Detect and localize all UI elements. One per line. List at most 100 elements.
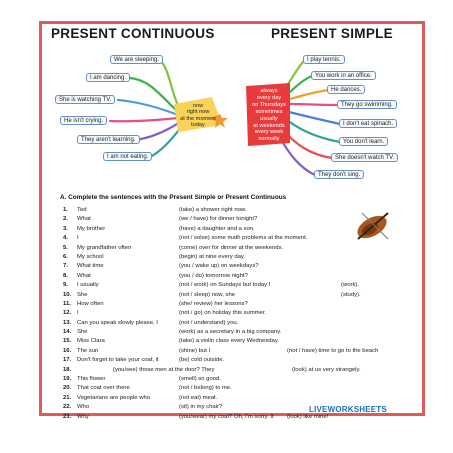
exercise-row: 18. (you/see) those men at the door? They… bbox=[63, 366, 383, 375]
exercise-row-subject: I usually bbox=[77, 282, 99, 289]
ps-box-5: I don't eat spinach. bbox=[339, 119, 398, 128]
title-present-continuous: PRESENT CONTINUOUS bbox=[51, 26, 215, 41]
exercise-row-subject: What bbox=[77, 216, 91, 223]
exercise-row-number: 18. bbox=[63, 366, 72, 373]
exercise-row-subject: She bbox=[77, 329, 88, 336]
exercise-row: 9. I usually (not / work) on Sundays but t… bbox=[63, 281, 383, 290]
exercise-row: 1. Ted (take) a shower right now. bbox=[63, 206, 383, 215]
exercise-row-number: 7. bbox=[63, 263, 68, 270]
exercise-row-number: 8. bbox=[63, 272, 68, 279]
exercise-row-subject: I bbox=[77, 235, 79, 242]
exercise-row-subject: Who bbox=[77, 404, 90, 411]
exercise-row: 19.This flower(smell) so good. bbox=[63, 375, 383, 384]
exercise-row-subject: The sun bbox=[77, 347, 99, 354]
exercise-row-subject: Can you speak slowly please, I bbox=[77, 319, 158, 326]
exercise-row-number: 12. bbox=[63, 310, 72, 317]
exercise-row-tail: (not / have) time to go to the beach bbox=[287, 347, 379, 354]
exercise-row: 10. She (not / sleep) now, she (study). bbox=[63, 291, 383, 300]
exercise-row: 8.What(you / do) tomorrow night? bbox=[63, 272, 383, 281]
pc-box-4: He isn't crying. bbox=[60, 116, 108, 125]
exercise-row-verb: (shine) but I bbox=[179, 347, 211, 354]
exercise-row-number: 4. bbox=[63, 235, 68, 242]
exercise-row-tail: (look) at us very strangely. bbox=[292, 366, 361, 373]
left-center-shape bbox=[174, 97, 222, 132]
liveworksheets-logo: LIVEWORKSHEETS bbox=[309, 405, 387, 414]
exercise-row-subject: What bbox=[77, 272, 91, 279]
exercise-row-tail: (work). bbox=[341, 282, 359, 289]
exercise-row-subject: What time bbox=[77, 263, 104, 270]
exercise-row-verb: (we / have) for dinner tonight? bbox=[179, 216, 258, 223]
exercise-row-verb: (not eat) meat. bbox=[179, 394, 218, 401]
exercise-row-verb: (she/ review) her lessons? bbox=[179, 300, 248, 307]
exercise-row-subject: Don't forget to take your coat, it bbox=[77, 357, 159, 364]
exercise-row-number: 17. bbox=[63, 357, 72, 364]
exercise-row-number: 15. bbox=[63, 338, 72, 345]
exercise-row: 15.Miss Clara(take) a violin class every… bbox=[63, 337, 383, 346]
exercise-row-number: 13. bbox=[63, 319, 72, 326]
exercise-row-verb: (you/wear) my coat? Oh, I'm sorry. It bbox=[179, 413, 274, 420]
exercise-row-verb: (work) as a secretary in a big company. bbox=[179, 329, 282, 336]
exercise-row: 16. The sun (shine) but I (not / have) time… bbox=[63, 347, 383, 356]
exercise-row-subject: Why bbox=[77, 413, 89, 420]
pc-box-6: I am not eating. bbox=[103, 152, 153, 161]
exercise-row-subject: How often bbox=[77, 300, 104, 307]
exercise-row-subject: Miss Clara bbox=[77, 338, 105, 345]
exercise-row: 21.Vegetarians are people who(not eat) m… bbox=[63, 394, 383, 403]
exercise-row-tail: (look) like mine! bbox=[287, 413, 329, 420]
exercise-row-subject: My school bbox=[77, 253, 104, 260]
exercise-row-verb: (not / work) on Sundays but today I bbox=[179, 282, 271, 289]
ps-box-1: I play tennis. bbox=[303, 55, 345, 64]
exercise-row-number: 2. bbox=[63, 216, 68, 223]
exercise-row-number: 1. bbox=[63, 207, 68, 213]
exercise-row-verb: (smell) so good. bbox=[179, 376, 221, 383]
exercise-row: 12. I (not / go) on holiday this summer. bbox=[63, 309, 383, 318]
exercise-row-number: 22. bbox=[63, 404, 72, 411]
exercise-row-verb: (not / understand) you. bbox=[179, 319, 239, 326]
exercise-row-number: 19. bbox=[63, 376, 72, 383]
ps-box-4: They go swimming. bbox=[337, 100, 397, 109]
exercise-row-subject: Ted bbox=[77, 207, 87, 213]
exercise-row-verb: (not / sleep) now, she bbox=[179, 291, 235, 298]
ps-box-8: They don't sing. bbox=[314, 170, 365, 179]
ps-box-3: He dances. bbox=[327, 85, 366, 94]
exercise-row-verb: (not / belong) to me. bbox=[179, 385, 232, 392]
exercise-heading: A. Complete the sentences with the Prese… bbox=[60, 194, 287, 201]
exercise-row-subject: She bbox=[77, 291, 88, 298]
exercise-row-verb: (sit) in my chair? bbox=[179, 404, 223, 411]
exercise-row-subject: I bbox=[77, 310, 79, 317]
pc-box-5: They aren't learning. bbox=[77, 135, 140, 144]
ps-box-6: You don't learn. bbox=[339, 137, 389, 146]
exercise-row-number: 3. bbox=[63, 225, 68, 232]
exercise-row: 13. Can you speak slowly please, I (not / … bbox=[63, 319, 383, 328]
exercise-row-number: 16. bbox=[63, 347, 72, 354]
exercise-row-number: 20. bbox=[63, 385, 72, 392]
exercise-row: 4. I (not / solve) some math problems at t… bbox=[63, 234, 383, 243]
exercise-row: 20.That coat over there(not / belong) to… bbox=[63, 384, 383, 393]
exercise-row-tail: (study). bbox=[341, 291, 361, 298]
exercise-row-number: 11. bbox=[63, 300, 71, 307]
violin-icon bbox=[357, 212, 389, 240]
exercise-row-verb: (have) a daughter and a son. bbox=[179, 225, 255, 232]
exercise-row-verb: (not / solve) some math problems at the … bbox=[179, 235, 308, 242]
exercise-row-number: 23. bbox=[63, 413, 72, 420]
title-present-simple: PRESENT SIMPLE bbox=[271, 26, 393, 41]
exercise-row-verb: (not / go) on holiday this summer. bbox=[179, 310, 267, 317]
exercise-row: 6.My school(begin) at nine every day. bbox=[63, 253, 383, 262]
exercise-row-subject: My brother bbox=[77, 225, 106, 232]
pc-box-1: We are sleeping. bbox=[110, 55, 163, 64]
exercise-row: 3. My brother (have) a daughter and a son. bbox=[63, 225, 383, 234]
exercise-row-number: 9. bbox=[63, 282, 68, 289]
pc-box-3: She is watching TV. bbox=[55, 95, 116, 104]
exercise-row: 2. What (we / have) for dinner tonight? bbox=[63, 215, 383, 224]
exercise-row-verb: (take) a shower right now. bbox=[179, 207, 247, 213]
exercise-row: 14.She(work) as a secretary in a big com… bbox=[63, 328, 383, 337]
exercise-row: 11. How often (she/ review) her lessons? bbox=[63, 300, 383, 309]
right-center-shape bbox=[246, 83, 290, 146]
exercise-row-subject: (you/see) those men at the door? They bbox=[113, 366, 215, 373]
exercise-row-number: 10. bbox=[63, 291, 72, 298]
ps-box-7: She doesn't watch TV. bbox=[331, 153, 399, 162]
exercise-row-verb: (begin) at nine every day. bbox=[179, 253, 246, 260]
ps-box-2: You work in an office. bbox=[311, 71, 376, 80]
